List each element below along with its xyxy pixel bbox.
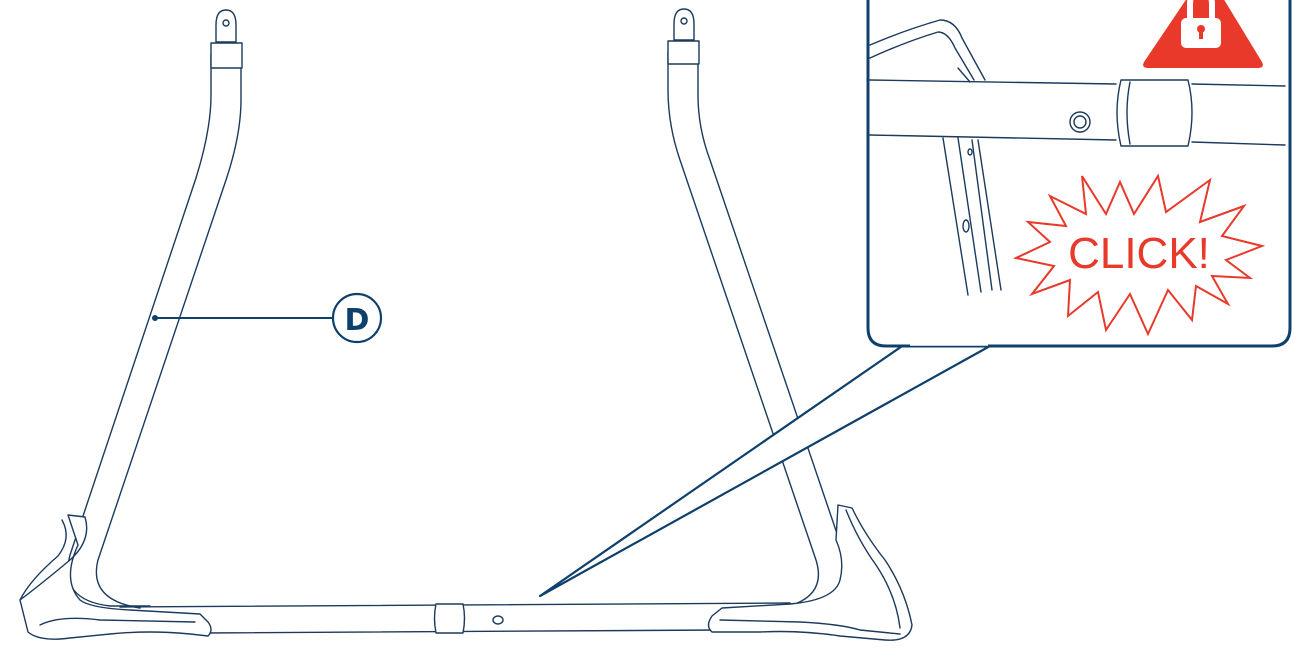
left-tube-inner bbox=[95, 57, 242, 609]
left-tube-outer bbox=[67, 54, 212, 607]
label-d-text: D bbox=[345, 303, 370, 338]
right-tube-outer bbox=[667, 51, 820, 605]
right-foot bbox=[707, 504, 913, 641]
right-top-collar bbox=[667, 40, 700, 65]
detail-horizontal-tube bbox=[869, 79, 1286, 87]
lock-warning-icon bbox=[1143, 0, 1263, 68]
frame-d bbox=[19, 8, 913, 641]
bottom-joint-collar bbox=[433, 603, 466, 634]
label-d-circle bbox=[331, 292, 383, 344]
callout-pointer bbox=[538, 340, 992, 598]
click-burst-icon: CLICK! bbox=[1012, 173, 1266, 337]
detail-callout: CLICK! bbox=[538, 0, 1292, 598]
detail-lock-button bbox=[1069, 111, 1091, 133]
part-label-d: D bbox=[152, 292, 383, 344]
right-clip-hole bbox=[680, 17, 688, 25]
detail-collar bbox=[1116, 79, 1193, 147]
left-clip-hole bbox=[222, 19, 230, 27]
left-top-collar bbox=[210, 42, 243, 69]
bottom-bar-hole bbox=[492, 615, 504, 625]
right-tube-inner bbox=[697, 54, 849, 607]
left-foot bbox=[19, 514, 212, 640]
click-text: CLICK! bbox=[1068, 229, 1210, 278]
